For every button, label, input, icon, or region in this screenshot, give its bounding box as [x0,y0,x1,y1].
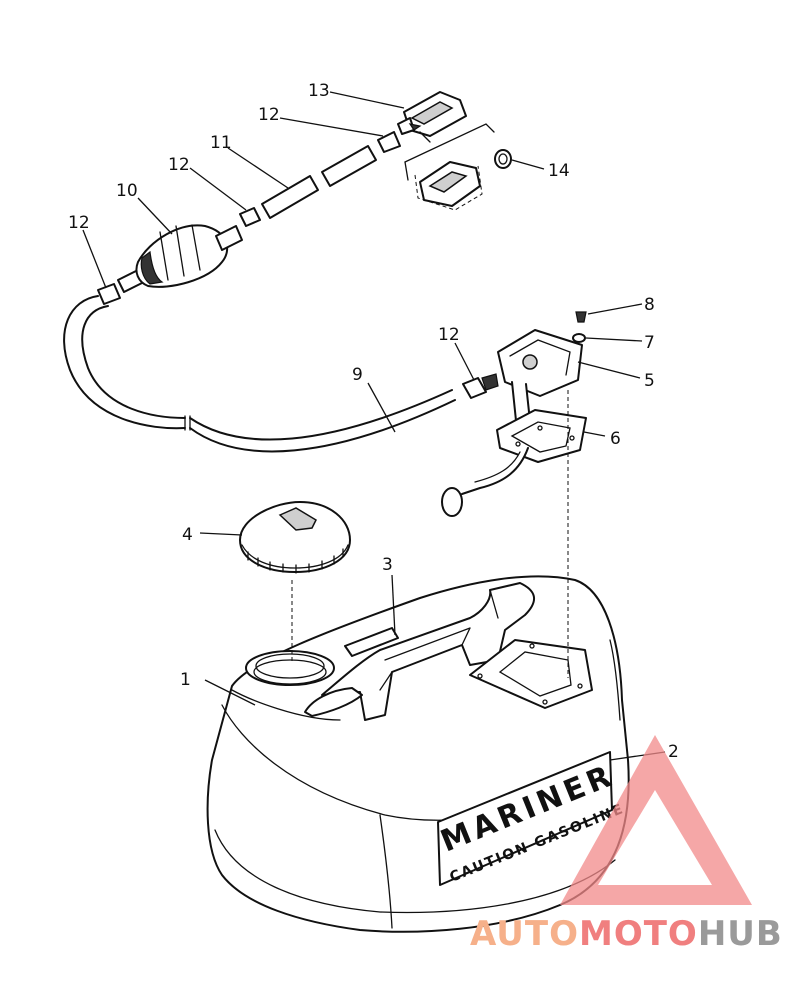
callout-2: 2 [668,742,679,762]
callout-13: 13 [308,81,330,101]
leader-lines [82,91,666,761]
fuel-cap [239,501,351,662]
automotohub-watermark: AUTOMOTOHUB [470,735,783,954]
watermark-hub: HUB [698,914,783,954]
callout-14: 14 [548,161,570,181]
callout-labels: 1 2 3 4 5 6 7 8 9 10 11 12 12 12 12 13 1… [68,81,679,762]
callout-9: 9 [352,365,363,385]
callout-12-pickup: 12 [438,325,460,345]
callout-12-primer: 12 [68,213,90,233]
watermark-moto: MOTO [579,914,698,954]
fuel-connector [397,91,512,211]
watermark-auto: AUTO [470,914,579,954]
callout-12-connector: 12 [258,105,280,125]
pickup-assembly [441,311,587,678]
callout-10: 10 [116,181,138,201]
fuel-hose [63,295,499,453]
callout-1: 1 [180,670,191,690]
callout-4: 4 [182,525,193,545]
callout-8: 8 [644,295,655,315]
callout-12-hose: 12 [168,155,190,175]
svg-text:AUTOMOTOHUB: AUTOMOTOHUB [470,914,783,954]
callout-5: 5 [644,371,655,391]
callout-6: 6 [610,429,621,449]
fuel-tank [206,575,630,933]
primer-bulb [97,224,243,305]
callout-7: 7 [644,333,655,353]
callout-11: 11 [210,133,232,153]
fuel-hose-section [239,131,401,227]
watermark-triangle-logo [560,735,752,905]
callout-3: 3 [382,555,393,575]
